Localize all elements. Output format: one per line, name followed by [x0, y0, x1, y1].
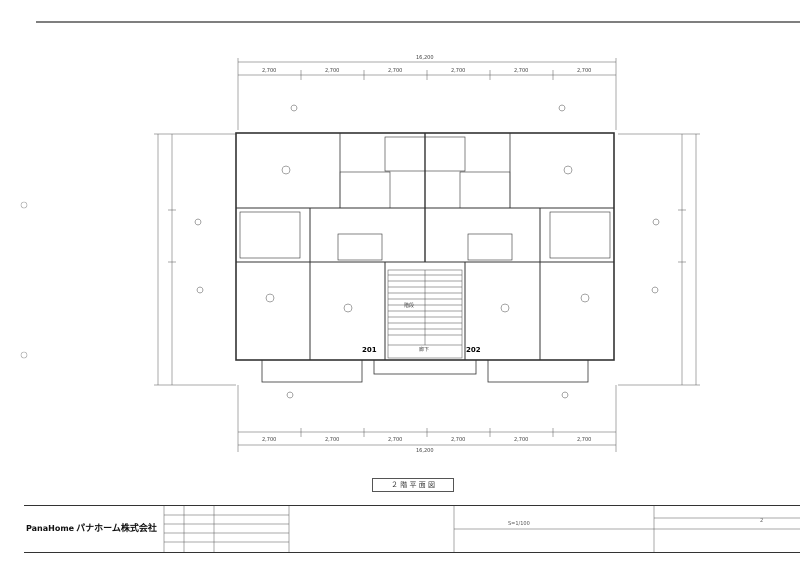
top-dimension-label: 2,700	[262, 68, 277, 74]
top-dimension-group	[237, 58, 617, 130]
binder-hole-icon	[20, 351, 28, 359]
fixture-symbols	[194, 104, 660, 399]
top-dimension-label: 2,700	[577, 68, 592, 74]
top-dimension-label: 2,700	[514, 68, 529, 74]
binder-hole-icon	[20, 201, 28, 209]
room-number-201: 201	[362, 346, 377, 354]
company-brand: PanaHome	[26, 524, 75, 533]
top-dimension-total: 16,200	[416, 55, 434, 61]
company-name: パナホーム株式会社	[76, 524, 157, 534]
bottom-dimension-label: 2,700	[388, 437, 403, 443]
top-dimension-label: 2,700	[388, 68, 403, 74]
title-block-grid	[163, 506, 800, 552]
side-dimension-group	[154, 133, 700, 386]
bottom-dimension-label: 2,700	[262, 437, 277, 443]
bottom-dimension-label: 2,700	[514, 437, 529, 443]
room-number-202: 202	[466, 346, 481, 354]
plan-title: ２ 階 平 面 図	[372, 478, 454, 492]
bottom-dimension-total: 16,200	[416, 448, 434, 454]
hall-label: 廊下	[419, 347, 430, 353]
top-dimension-label: 2,700	[325, 68, 340, 74]
scale-cell: S=1/100	[508, 521, 530, 527]
stair-label: 階段	[404, 303, 415, 309]
stair-shaft	[387, 269, 463, 359]
bottom-dimension-label: 2,700	[577, 437, 592, 443]
bottom-dimension-label: 2,700	[325, 437, 340, 443]
sheet-number-cell: 2	[760, 518, 764, 524]
bottom-dimension-group	[237, 385, 617, 452]
balconies	[261, 359, 589, 383]
title-block	[24, 505, 800, 553]
top-dimension-label: 2,700	[451, 68, 466, 74]
bottom-dimension-label: 2,700	[451, 437, 466, 443]
